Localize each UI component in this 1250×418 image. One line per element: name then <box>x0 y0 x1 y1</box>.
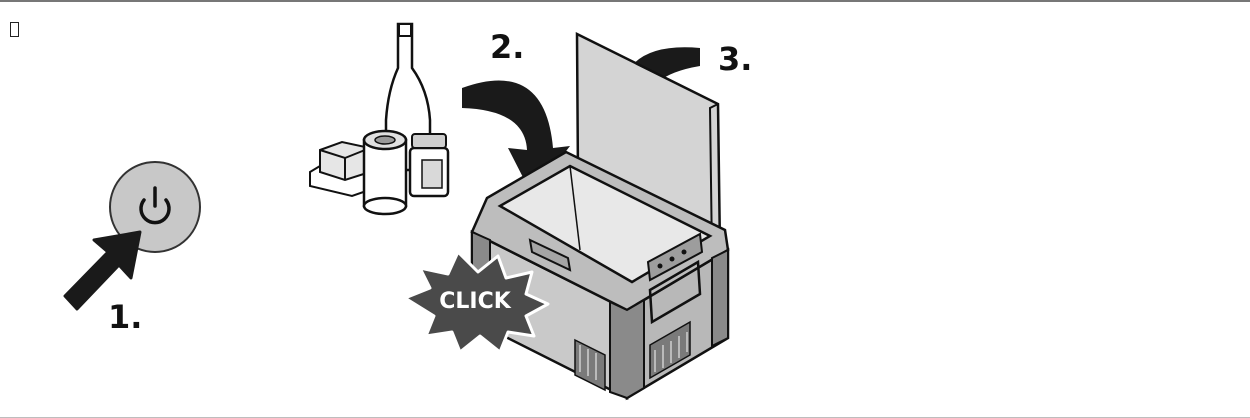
jar-icon <box>408 133 450 198</box>
cooler-box-icon <box>470 31 730 401</box>
butter-icon <box>309 140 376 198</box>
step-3-label: 3. <box>718 40 752 78</box>
power-icon <box>139 198 171 225</box>
click-label: CLICK <box>439 289 511 314</box>
missing-glyph-icon <box>10 22 19 37</box>
power-button-icon <box>109 161 201 253</box>
can-icon <box>362 129 408 216</box>
step-2-label: 2. <box>490 28 524 66</box>
finger-arrow-icon <box>63 230 142 311</box>
starburst-icon <box>403 250 550 354</box>
step-1-label: 1. <box>108 298 142 336</box>
